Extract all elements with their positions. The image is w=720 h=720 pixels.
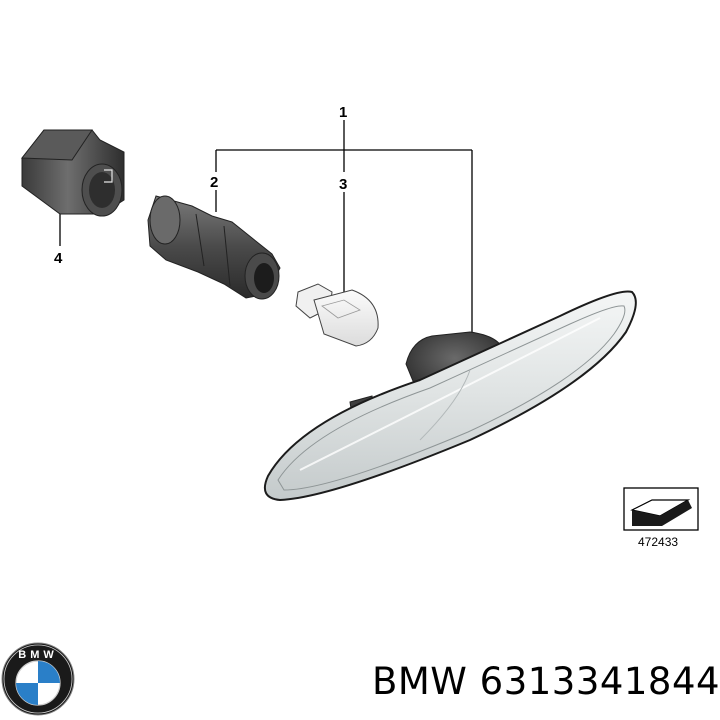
callout-4: 4 bbox=[54, 250, 63, 267]
callout-1: 1 bbox=[339, 104, 347, 121]
connector-housing bbox=[21, 129, 125, 217]
part-number-caption: BMW 63133418445 bbox=[372, 660, 720, 703]
callout-3: 3 bbox=[339, 176, 347, 193]
bmw-logo: BMW bbox=[1, 642, 75, 716]
reference-number: 472433 bbox=[638, 535, 678, 549]
bulb-socket bbox=[147, 195, 281, 300]
side-marker-lamp bbox=[264, 290, 637, 502]
leader-lines bbox=[59, 120, 473, 338]
bmw-logo-text: BMW bbox=[18, 649, 58, 661]
callout-2: 2 bbox=[210, 174, 218, 191]
reference-symbol bbox=[623, 487, 699, 531]
wedge-bulb bbox=[295, 283, 379, 347]
